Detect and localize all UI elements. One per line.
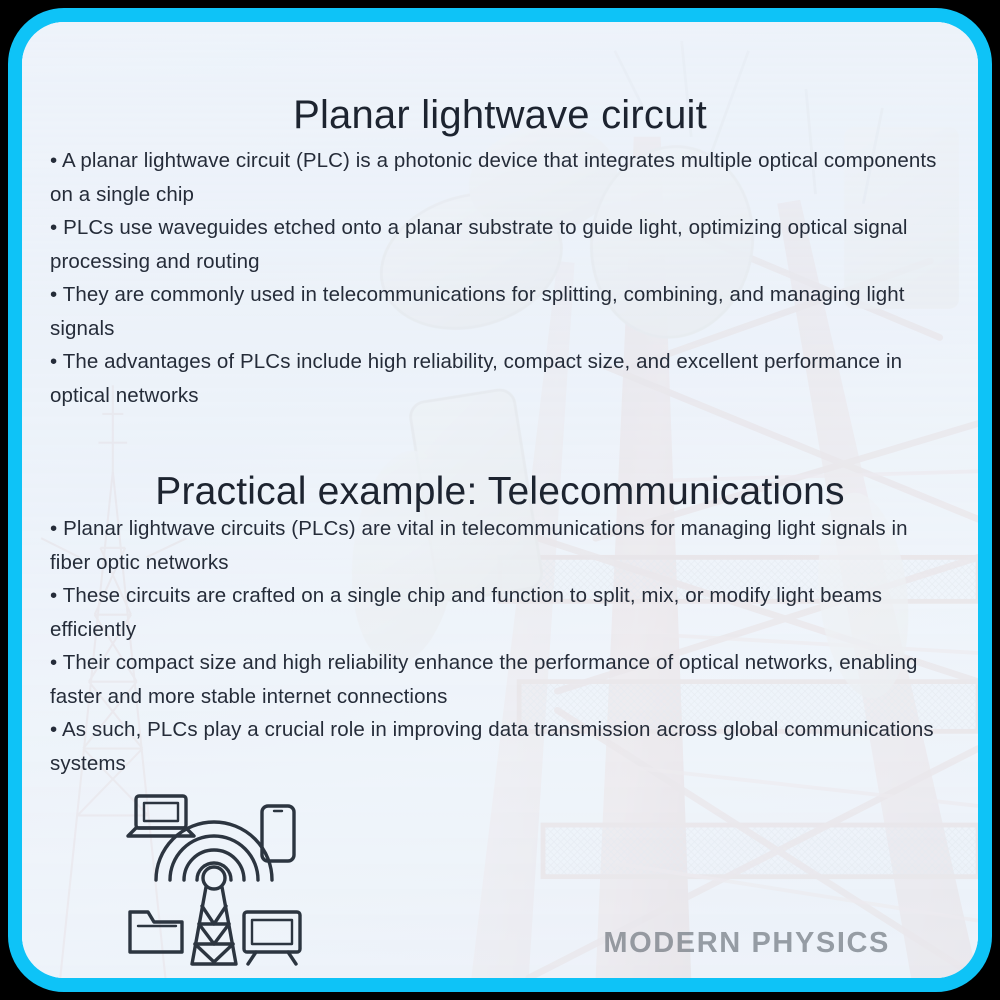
- slide-border-frame: Planar lightwave circuit • A planar ligh…: [8, 8, 992, 992]
- list-item: • They are commonly used in telecommunic…: [50, 283, 905, 340]
- signal-waves-icon: [154, 820, 274, 882]
- section-title: Practical example: Telecommunications: [155, 470, 845, 514]
- list-item: • The advantages of PLCs include high re…: [50, 350, 903, 407]
- list-item: • As such, PLCs play a crucial role in i…: [50, 718, 934, 775]
- list-item: • PLCs use waveguides etched onto a plan…: [50, 216, 908, 273]
- page-title: Planar lightwave circuit: [293, 92, 707, 137]
- television-icon: [242, 910, 302, 966]
- smartphone-icon: [260, 804, 296, 863]
- broadcast-tower-icon: [190, 865, 238, 966]
- list-item: • Planar lightwave circuits (PLCs) are v…: [50, 517, 908, 574]
- folder-icon: [128, 910, 184, 954]
- watermark-logo: MODERN PHYSICS: [603, 927, 890, 959]
- telecommunications-illustration: [114, 784, 314, 969]
- example-bullet-list: • Planar lightwave circuits (PLCs) are v…: [50, 512, 950, 780]
- list-item: • These circuits are crafted on a single…: [50, 584, 883, 641]
- list-item: • Their compact size and high reliabilit…: [50, 651, 918, 708]
- list-item: • A planar lightwave circuit (PLC) is a …: [50, 149, 937, 206]
- main-bullet-list: • A planar lightwave circuit (PLC) is a …: [50, 144, 950, 412]
- icon-cluster-svg: [126, 794, 302, 966]
- slide-content: Planar lightwave circuit • A planar ligh…: [22, 22, 978, 978]
- laptop-icon: [126, 794, 196, 838]
